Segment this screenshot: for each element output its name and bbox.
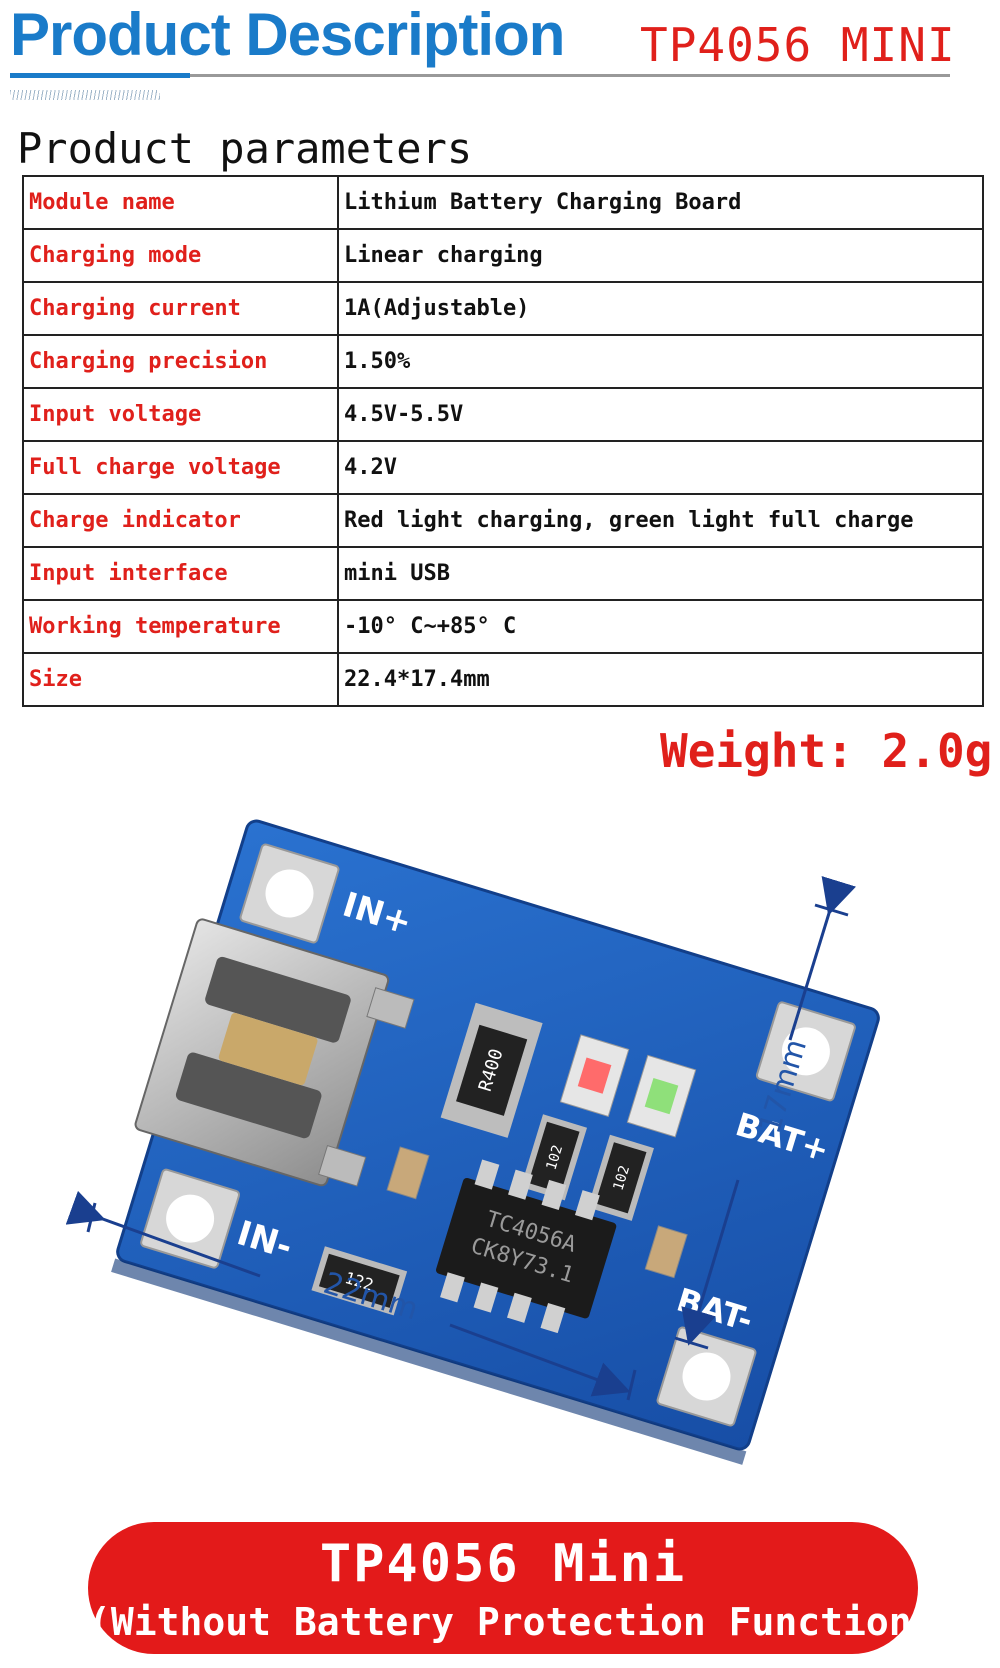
param-value: 1.50% (337, 334, 984, 389)
param-value: 4.5V-5.5V (337, 387, 984, 442)
header-decor-ticks (10, 90, 160, 100)
param-label: Input voltage (22, 387, 339, 442)
capacitor-right (644, 1225, 688, 1279)
banner-title: TP4056 Mini (319, 1534, 687, 1594)
param-value: mini USB (337, 546, 984, 601)
led-red (559, 1034, 630, 1118)
table-row: Working temperature-10° C~+85° C (22, 599, 984, 654)
resistor-122: 122 (311, 1246, 408, 1316)
section-title: Product parameters (17, 124, 473, 173)
tp4056-chip: TC4056A CK8Y73.1 (436, 1159, 617, 1334)
resistor-102-a: 102 (520, 1114, 588, 1201)
resistor-r400: R400 (440, 1002, 543, 1138)
board-figure: IN+ IN- BAT+ BAT- R400 (65, 819, 880, 1465)
svg-text:102: 102 (544, 1143, 567, 1172)
param-value: 1A(Adjustable) (337, 281, 984, 336)
pad-in-plus (239, 843, 340, 944)
param-label: Charging current (22, 281, 339, 336)
param-value: 22.4*17.4mm (337, 652, 984, 707)
param-value: 4.2V (337, 440, 984, 495)
param-label: Working temperature (22, 599, 339, 654)
param-label: Size (22, 652, 339, 707)
pad-bat-plus (755, 1001, 856, 1102)
mini-usb-connector (134, 918, 415, 1187)
capacitor-left (386, 1146, 430, 1200)
svg-text:102: 102 (610, 1164, 633, 1193)
param-label: Charging mode (22, 228, 339, 283)
banner: TP4056 Mini (Without Battery Protection … (88, 1522, 935, 1654)
param-value: Linear charging (337, 228, 984, 283)
header-underline-gray (190, 74, 950, 77)
header-underline (10, 73, 190, 78)
param-label: Input interface (22, 546, 339, 601)
pcb-board: IN+ IN- BAT+ BAT- R400 (111, 819, 880, 1465)
resistor-102-b: 102 (587, 1134, 654, 1221)
header-title: Product Description (10, 1, 565, 68)
param-value: -10° C~+85° C (337, 599, 984, 654)
header-model: TP4056 MINI (640, 18, 956, 72)
param-label: Module name (22, 175, 339, 230)
pad-bat-minus (656, 1326, 757, 1427)
weight-label: Weight: 2.0g (660, 724, 993, 778)
param-label: Full charge voltage (22, 440, 339, 495)
param-label: Charging precision (22, 334, 339, 389)
param-value: Red light charging, green light full cha… (337, 493, 984, 548)
param-label: Charge indicator (22, 493, 339, 548)
param-value: Lithium Battery Charging Board (337, 175, 984, 230)
led-green (626, 1054, 697, 1138)
banner-subtitle: (Without Battery Protection Function) (88, 1600, 935, 1644)
